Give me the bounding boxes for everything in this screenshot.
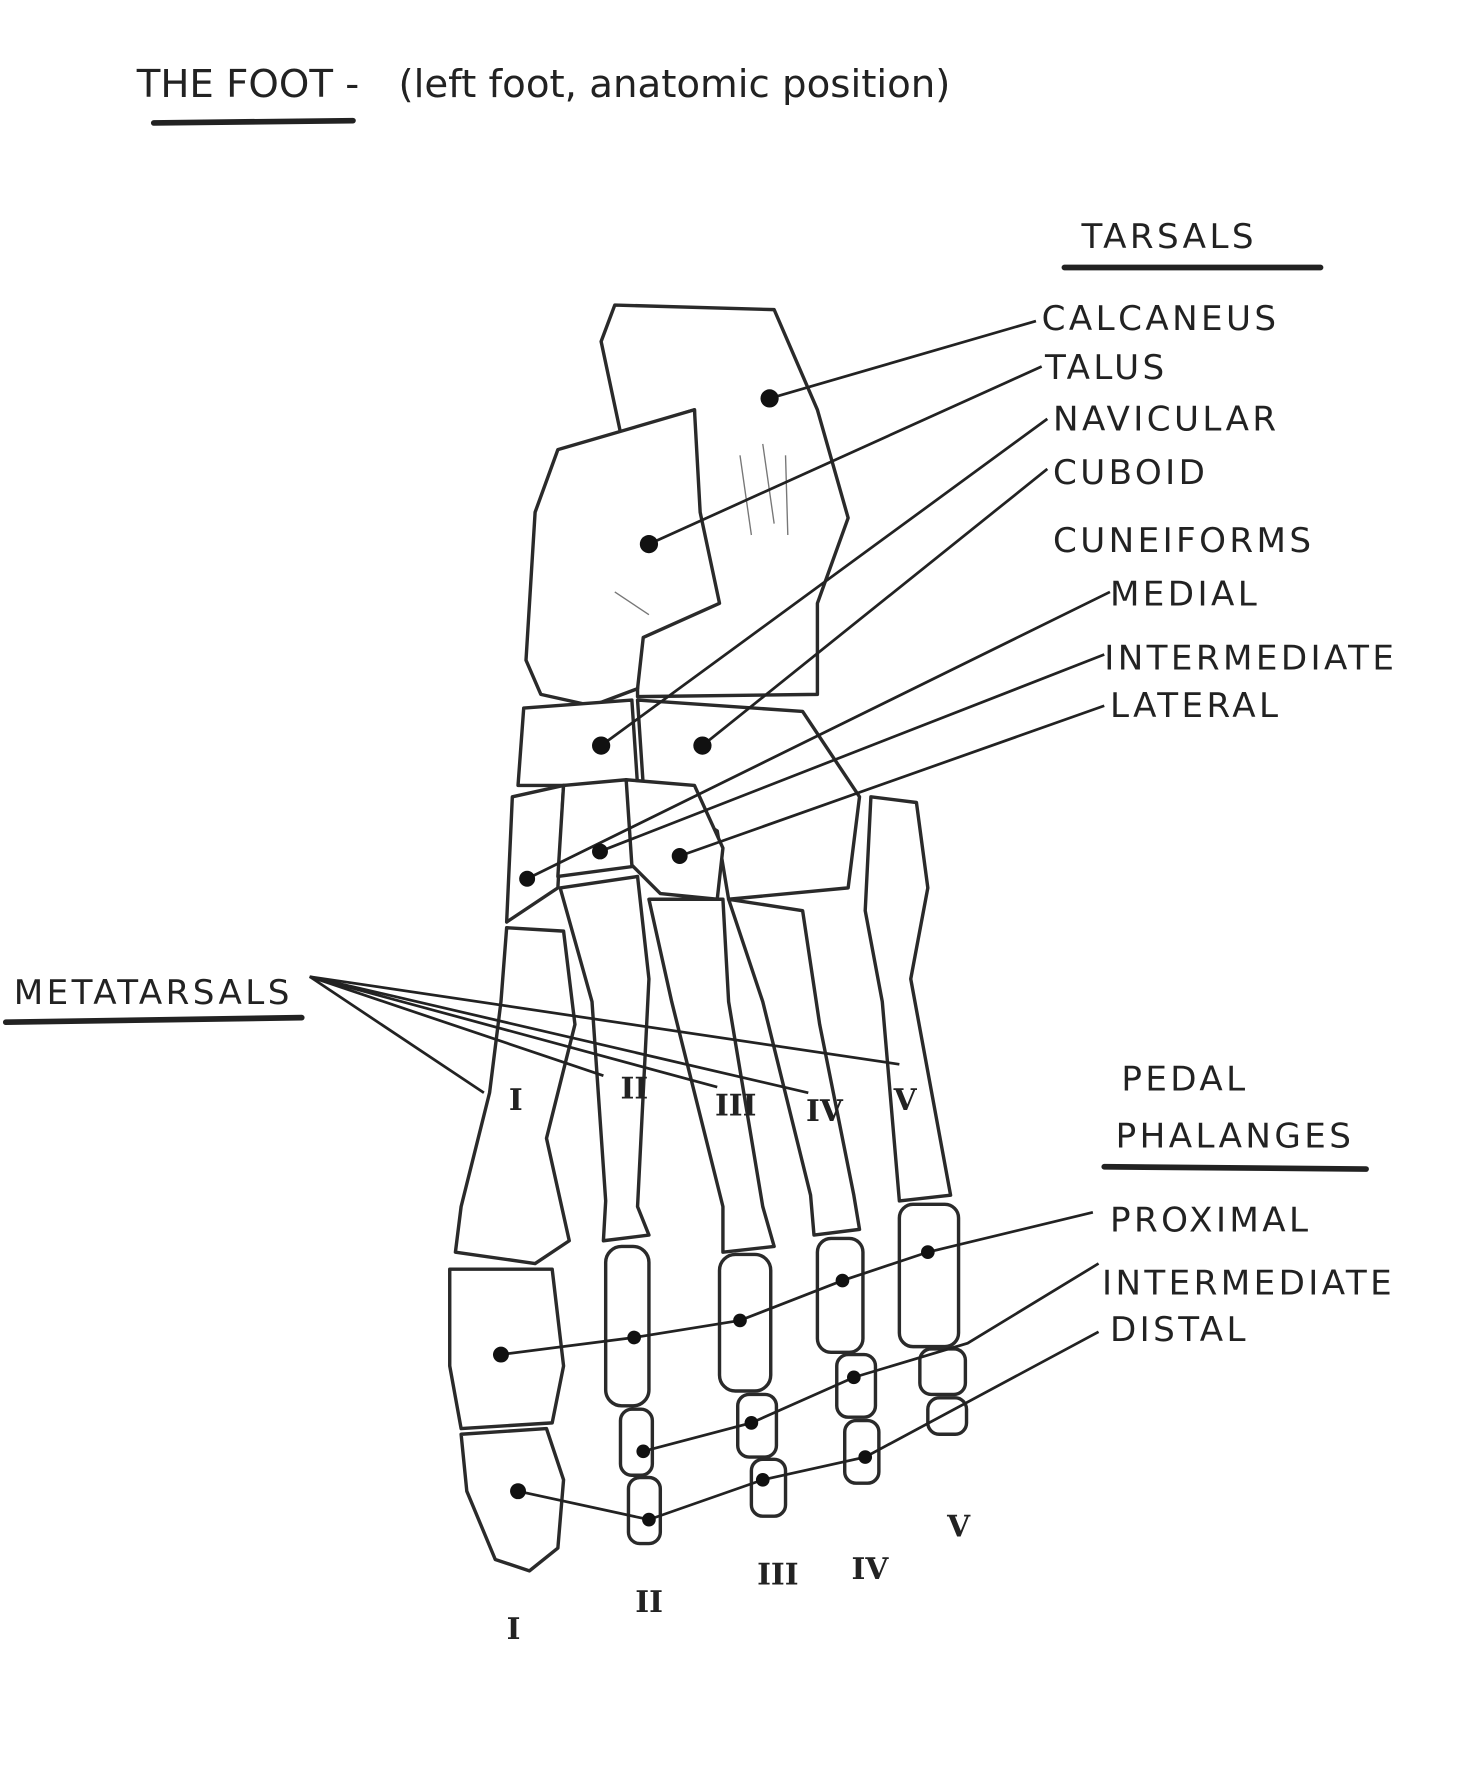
- phalanx-leader-lines: [492, 1210, 1100, 1527]
- label-navicular: NAVICULAR: [1053, 399, 1280, 439]
- metatarsal-numeral-5: V: [893, 1082, 918, 1117]
- metatarsal-5-bone: [863, 795, 953, 1203]
- metatarsal-3-bone: [647, 897, 776, 1254]
- metatarsal-numeral-1: I: [509, 1082, 523, 1117]
- phalanges-heading-line2: PHALANGES: [1116, 1116, 1355, 1156]
- cuneiforms-heading: CUNEIFORMS: [1053, 521, 1314, 561]
- label-cuboid: CUBOID: [1053, 453, 1208, 493]
- metatarsals-heading: METATARSALS: [14, 973, 293, 1013]
- metatarsals-underline: [2, 1014, 305, 1026]
- label-distal: DISTAL: [1110, 1310, 1249, 1350]
- metatarsal-leader-lines: [308, 975, 900, 1095]
- label-medial-cuneiform: MEDIAL: [1110, 575, 1260, 615]
- title-main: THE FOOT -: [136, 62, 360, 107]
- navicular-bone: [516, 698, 640, 788]
- toe-5-phalanges: [897, 1202, 969, 1436]
- metatarsal-numeral-2: II: [620, 1070, 648, 1105]
- toe-numeral-3: III: [757, 1557, 799, 1592]
- phalanges-underline: [1101, 1163, 1369, 1172]
- toe-numeral-1: I: [507, 1611, 521, 1646]
- metatarsal-numeral-4: IV: [806, 1093, 844, 1128]
- toe-1-distal: [459, 1426, 566, 1573]
- label-calcaneus: CALCANEUS: [1042, 299, 1280, 339]
- metatarsal-numeral-3: III: [715, 1088, 757, 1123]
- toe-numeral-2: II: [635, 1584, 663, 1619]
- toe-2-phalanges: [603, 1244, 663, 1546]
- tarsals-heading: TARSALS: [1080, 217, 1256, 257]
- label-proximal: PROXIMAL: [1110, 1201, 1312, 1241]
- title-underline: [150, 117, 356, 126]
- toe-numeral-4: IV: [852, 1551, 890, 1586]
- metatarsal-4-bone: [726, 897, 862, 1237]
- talus-bone: [524, 408, 722, 708]
- toe-numeral-5: V: [946, 1509, 971, 1544]
- medial-cuneiform-bone: [504, 783, 566, 924]
- tarsal-leader-lines: [519, 319, 1111, 887]
- label-lateral-cuneiform: LATERAL: [1110, 686, 1281, 726]
- toe-4-phalanges: [815, 1236, 881, 1485]
- foot-bones: [448, 303, 969, 1573]
- label-intermediate-cuneiform: INTERMEDIATE: [1104, 638, 1397, 678]
- toe-1-proximal: [448, 1267, 566, 1431]
- label-intermediate-phalanx: INTERMEDIATE: [1102, 1263, 1395, 1303]
- label-talus: TALUS: [1044, 348, 1168, 388]
- phalanges-heading-line1: PEDAL: [1121, 1059, 1248, 1099]
- title-subtitle: (left foot, anatomic position): [399, 62, 951, 107]
- metatarsal-2-bone: [558, 874, 651, 1243]
